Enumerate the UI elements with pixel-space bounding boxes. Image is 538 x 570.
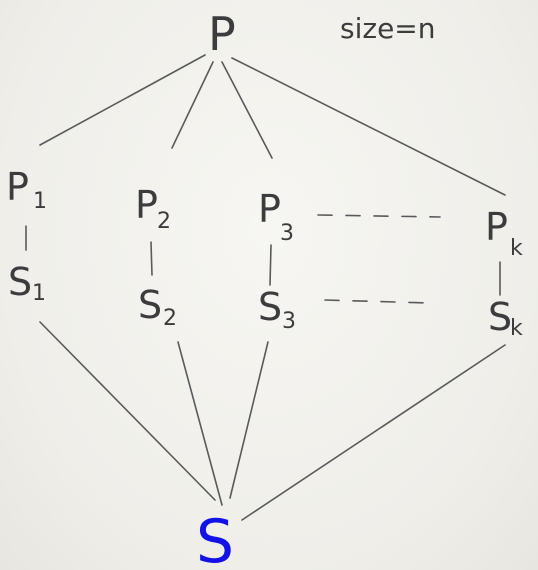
edge-s3-result bbox=[229, 341, 269, 499]
size-note: size=n bbox=[340, 12, 436, 45]
edge-root-p3 bbox=[221, 61, 273, 159]
p1-label: P bbox=[6, 165, 29, 209]
s3-label: S bbox=[258, 285, 282, 329]
s1-subscript: 1 bbox=[32, 281, 46, 306]
subproblem-k: P k S k bbox=[485, 205, 523, 341]
p3-label: P bbox=[258, 187, 281, 231]
result-label: S bbox=[196, 507, 234, 570]
sk-subscript: k bbox=[510, 316, 523, 341]
root-label: P bbox=[208, 7, 236, 61]
connector-p3-s3 bbox=[269, 244, 272, 286]
edge-root-p2 bbox=[171, 61, 214, 149]
p1-subscript: 1 bbox=[33, 189, 47, 214]
pk-label: P bbox=[485, 205, 508, 249]
s3-subscript: 3 bbox=[282, 309, 296, 334]
connector-p2-s2 bbox=[150, 241, 153, 276]
edge-s1-result bbox=[39, 321, 216, 501]
dashes-p-row bbox=[317, 214, 441, 218]
sk-label: S bbox=[488, 295, 512, 339]
s1-label: S bbox=[8, 260, 32, 304]
s2-label: S bbox=[138, 283, 162, 327]
edge-s2-result bbox=[177, 341, 223, 506]
p2-label: P bbox=[135, 183, 158, 227]
s2-subscript: 2 bbox=[163, 306, 177, 331]
subproblem-1: P 1 S 1 bbox=[6, 165, 47, 306]
dashes-s-row bbox=[324, 299, 431, 304]
edge-sk-result bbox=[241, 344, 506, 521]
p2-subscript: 2 bbox=[157, 209, 171, 234]
subproblem-2: P 2 S 2 bbox=[135, 183, 177, 331]
pk-subscript: k bbox=[510, 236, 523, 261]
edge-root-pk bbox=[231, 57, 506, 196]
subproblem-3: P 3 S 3 bbox=[258, 187, 296, 334]
p3-subscript: 3 bbox=[280, 221, 294, 246]
edge-root-p1 bbox=[39, 54, 206, 146]
